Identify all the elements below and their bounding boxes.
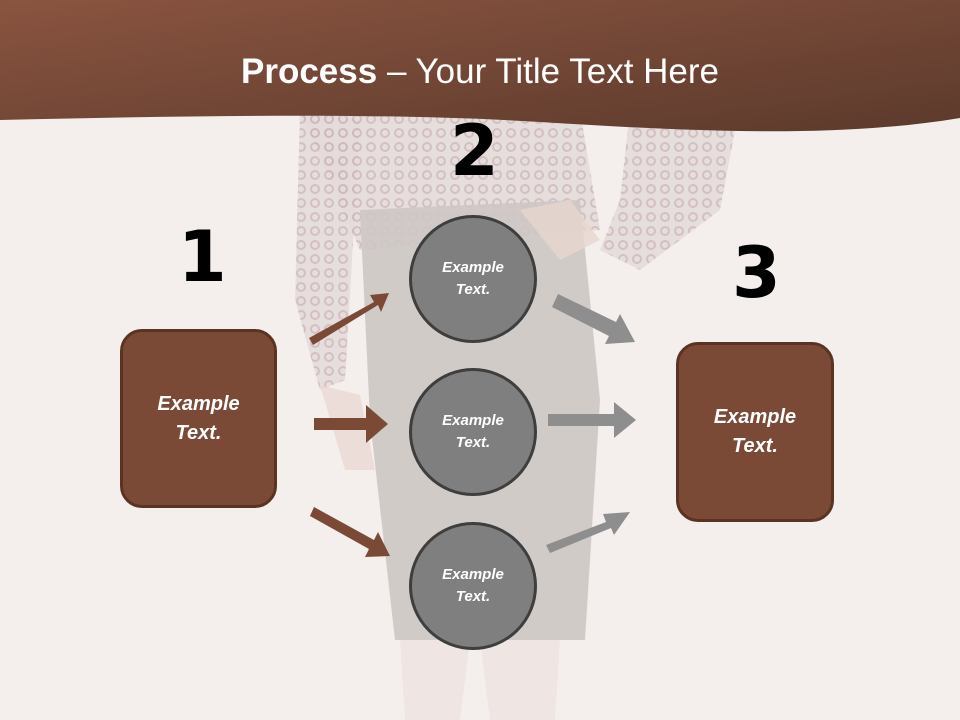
arrow-from-circle-3 — [546, 512, 630, 553]
circle-3-text: Example Text. — [442, 565, 504, 606]
step-3-box[interactable]: Example Text. — [676, 342, 834, 522]
arrow-to-circle-3 — [310, 507, 390, 557]
arrow-to-circle-2 — [314, 405, 388, 443]
step-1-text: Example Text. — [157, 392, 240, 444]
step-1-number: 1 — [178, 216, 227, 298]
step-2-circle-2[interactable]: Example Text. — [409, 368, 537, 496]
title-bold: Process — [241, 52, 378, 91]
step-3-text: Example Text. — [713, 406, 797, 457]
step-2-circle-1[interactable]: Example Text. — [409, 215, 537, 343]
step-3-number: 3 — [732, 232, 781, 314]
arrow-from-circle-1 — [552, 294, 635, 344]
arrow-to-circle-1 — [309, 293, 389, 345]
title-rest: – Your Title Text Here — [377, 52, 719, 91]
step-2-number: 2 — [450, 110, 499, 192]
step-2-circle-3[interactable]: Example Text. — [409, 522, 537, 650]
circle-1-text: Example Text. — [442, 258, 504, 299]
page-title: Process – Your Title Text Here — [0, 52, 960, 92]
step-1-box[interactable]: Example Text. — [120, 329, 277, 508]
circle-2-text: Example Text. — [442, 411, 504, 452]
arrow-from-circle-2 — [548, 402, 636, 438]
